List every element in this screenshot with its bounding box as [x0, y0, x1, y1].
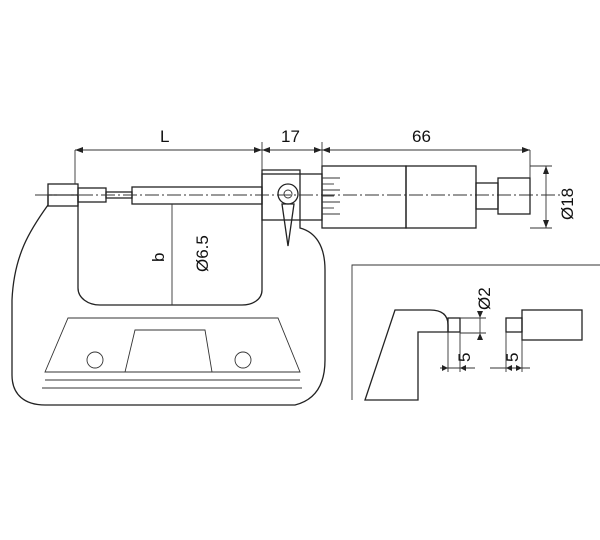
screw-left-icon: [86, 351, 104, 369]
dim-17: 17: [281, 127, 300, 146]
dim-phi2: Ø2: [475, 287, 494, 310]
dim-L: L: [160, 127, 169, 146]
dim-b: b: [149, 253, 168, 262]
knurl-icon: [405, 165, 477, 229]
inner-dimensions: b Ø6.5: [149, 204, 212, 305]
dim-phi18-group: Ø18: [530, 165, 577, 229]
top-dimensions: L 17 66: [74, 127, 531, 184]
frame: [11, 169, 326, 406]
dim-phi18: Ø18: [558, 188, 577, 220]
dim-66: 66: [412, 127, 431, 146]
dim-phi6-5: Ø6.5: [193, 235, 212, 272]
lock-icon: [277, 183, 299, 247]
screw-right-icon: [234, 351, 252, 369]
dim-five-right: 5: [503, 353, 522, 362]
label-plate: [124, 329, 213, 373]
thimble-graduations: [322, 177, 340, 215]
dim-five-left: 5: [455, 353, 474, 362]
sleeve: [261, 165, 531, 229]
ratchet-knurl-icon: [497, 177, 531, 215]
detail-inset: Ø2 5 5: [351, 264, 600, 401]
